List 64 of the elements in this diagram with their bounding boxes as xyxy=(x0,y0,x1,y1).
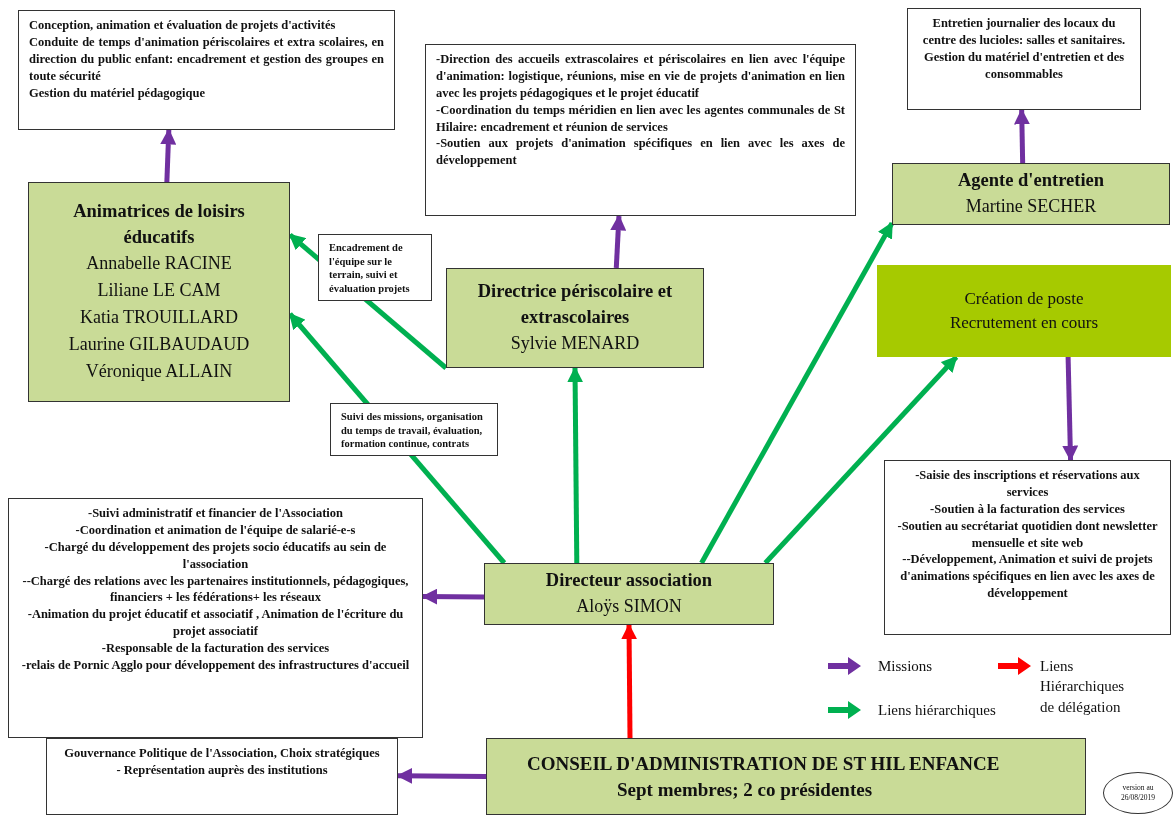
box-heading: Agente d'entretien xyxy=(956,168,1106,192)
arrow xyxy=(567,366,584,564)
arrow xyxy=(763,355,959,565)
box-text: Entretien journalier des locaux du centre des lucioles: salles et sanitaires. Gestion du matériel d'entretien et des consommables xyxy=(921,15,1127,83)
box-text: -Direction des accueils extrascolaires et périscolaires en lien avec l'équipe d'animation: logistique, réunions, mise en vie de projets d'animation en lien avec les projets pédagogiques et le projet éducatif xyxy=(436,51,845,102)
arrow xyxy=(160,128,177,183)
box-text: -relais de Pornic Agglo pour développement des infrastructures d'accueil xyxy=(20,656,411,674)
mission-box xyxy=(907,8,1141,110)
box-text: --Chargé des relations avec les partenaires institutionnels, pédagogiques, financiers + les fédérations+ les réseaux xyxy=(21,572,410,607)
box-text: -Chargé du développement des projets socio éducatifs au sein de l'association xyxy=(43,538,388,573)
box-text: -Coordination du temps méridien en lien avec les agentes communales de St Hilaire: encadrement et réunion de services xyxy=(436,101,845,136)
box-text: Martine SECHER xyxy=(964,195,1098,219)
box-heading: CONSEIL D'ADMINISTRATION DE ST HIL ENFANCE xyxy=(526,751,1001,776)
edge-label: Suivi des missions, organisation du temps de travail, évaluation, formation continue, contrats xyxy=(330,403,498,456)
box-text: Conduite de temps d'animation périscolaires et extra scolaires, en direction du public enfant: encadrement et gestion des groupes en toute sécurité xyxy=(29,33,384,85)
box-text: Aloÿs SIMON xyxy=(575,595,683,619)
box-text: Annabelle RACINE xyxy=(85,252,233,276)
version-ellipse xyxy=(1103,772,1173,814)
arrow xyxy=(421,588,485,605)
box-text: Laurine GILBAUDAUD xyxy=(67,333,251,357)
box-text: -Soutien au secrétariat quotidien dont newsletter mensuelle et site web xyxy=(896,517,1159,552)
box-text: Katia TROUILLARD xyxy=(78,306,240,330)
box-text: Sept membres; 2 co présidentes xyxy=(616,777,874,802)
legend-label: Liens hiérarchiques xyxy=(878,701,997,720)
role-box xyxy=(28,182,290,402)
box-text: -Saisie des inscriptions et réservations aux services xyxy=(914,467,1141,501)
arrow xyxy=(1013,108,1030,164)
box-text: -Soutien à la facturation des services xyxy=(929,500,1126,518)
role-box xyxy=(484,563,774,625)
box-text: Gouvernance Politique de l'Association, Choix stratégiques xyxy=(63,745,381,762)
box-text: -Soutien aux projets d'animation spécifiques en lien avec les axes de développement xyxy=(436,135,845,170)
role-box xyxy=(892,163,1170,225)
arrow xyxy=(610,214,627,269)
role-box xyxy=(877,265,1171,357)
legend-label: Liens Hiérarchiques de délégation xyxy=(1040,657,1126,717)
box-heading: Animatrices de loisirs éducatifs xyxy=(72,199,246,249)
mission-box xyxy=(46,738,398,815)
mission-box xyxy=(884,460,1171,635)
box-heading: Directeur association xyxy=(544,568,714,592)
box-text: Liliane LE CAM xyxy=(96,279,222,303)
arrow xyxy=(396,767,487,784)
box-text: Conception, animation et évaluation de projets d'activités xyxy=(29,17,337,34)
box-text: --Développement, Animation et suivi de projets d'animations spécifiques en lien avec les axes de développement xyxy=(899,551,1156,602)
role-box xyxy=(446,268,704,368)
box-text: Véronique ALLAIN xyxy=(84,360,234,384)
box-text: Sylvie MENARD xyxy=(509,332,641,356)
box-heading: Création de poste xyxy=(963,288,1085,311)
box-text: -Animation du projet éducatif et associatif , Animation de l'écriture du projet associatif xyxy=(26,606,405,640)
box-text: - Représentation auprès des institutions xyxy=(115,761,329,779)
box-heading: Directrice périscolaire et extrascolaires xyxy=(476,279,674,329)
mission-box xyxy=(8,498,423,738)
arrow xyxy=(699,221,895,565)
board-box xyxy=(486,738,1086,815)
mission-box xyxy=(18,10,395,130)
box-text: -Coordination et animation de l'équipe de salarié-e-s xyxy=(74,521,357,539)
box-text: -Responsable de la facturation des services xyxy=(100,640,331,657)
legend-label: Missions xyxy=(878,657,934,676)
box-text: Recrutement en cours xyxy=(948,312,1100,334)
box-text: -Suivi administratif et financier de l'Association xyxy=(87,505,344,522)
mission-box xyxy=(425,44,856,216)
arrow xyxy=(621,623,638,739)
box-text: Gestion du matériel pédagogique xyxy=(29,84,207,102)
edge-label: Encadrement de l'équipe sur le terrain, suivi et évaluation projets xyxy=(318,234,432,301)
arrow xyxy=(1062,356,1079,462)
